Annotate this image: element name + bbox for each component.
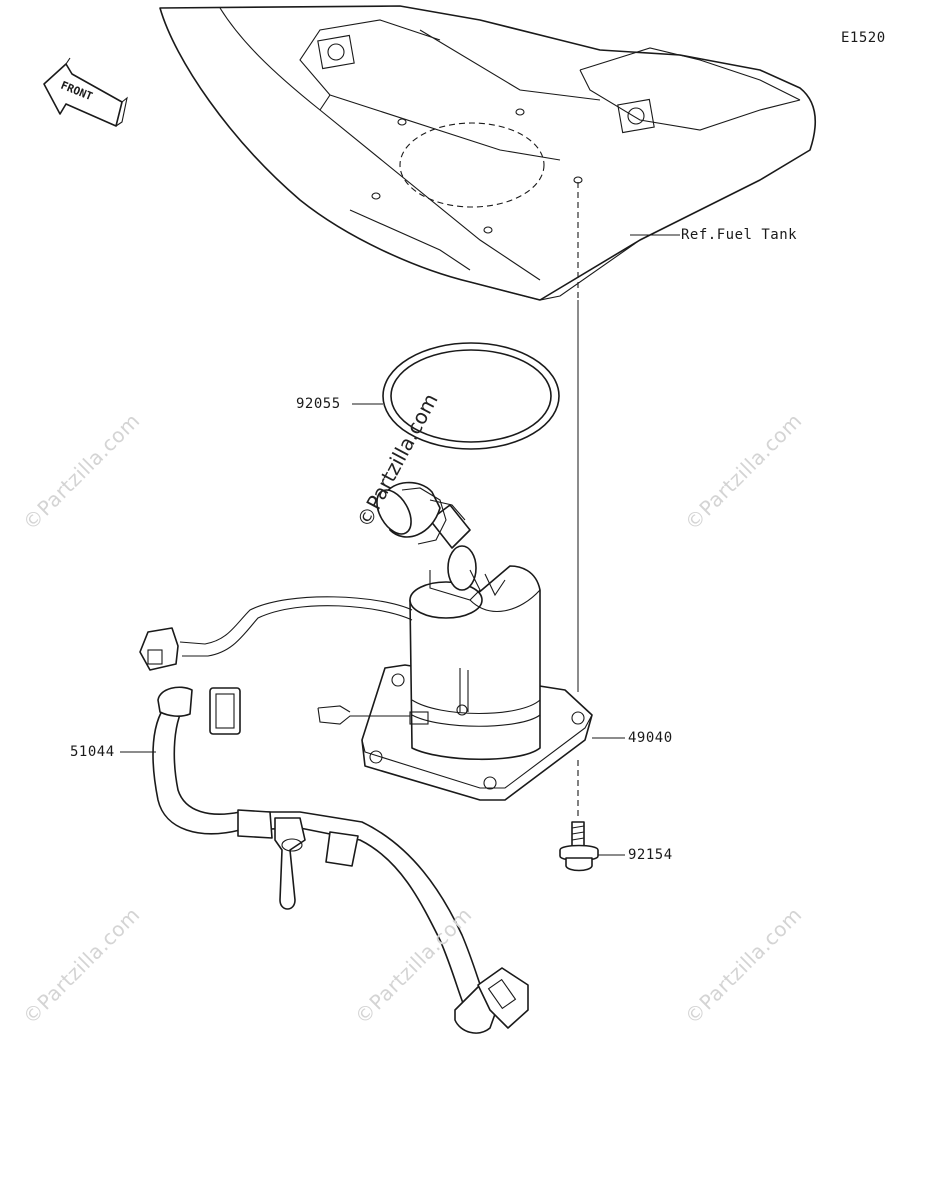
fuel-tank-ref-label: Ref.Fuel Tank [681, 227, 798, 243]
fuel-pump-label[interactable]: 49040 [628, 730, 673, 746]
fuel-hose-label[interactable]: 51044 [70, 744, 115, 760]
front-arrow-icon: FRONT [43, 57, 128, 127]
fuel-pump [139, 481, 593, 801]
o-ring-label[interactable]: 92055 [296, 396, 341, 412]
diagram-code: E1520 [841, 30, 886, 46]
fuel-tank-ref [159, 5, 816, 301]
front-label: FRONT [59, 79, 95, 104]
fuel-hose [152, 686, 529, 1034]
bolt-label[interactable]: 92154 [628, 847, 673, 863]
o-ring [382, 342, 560, 450]
bolt [559, 821, 599, 872]
